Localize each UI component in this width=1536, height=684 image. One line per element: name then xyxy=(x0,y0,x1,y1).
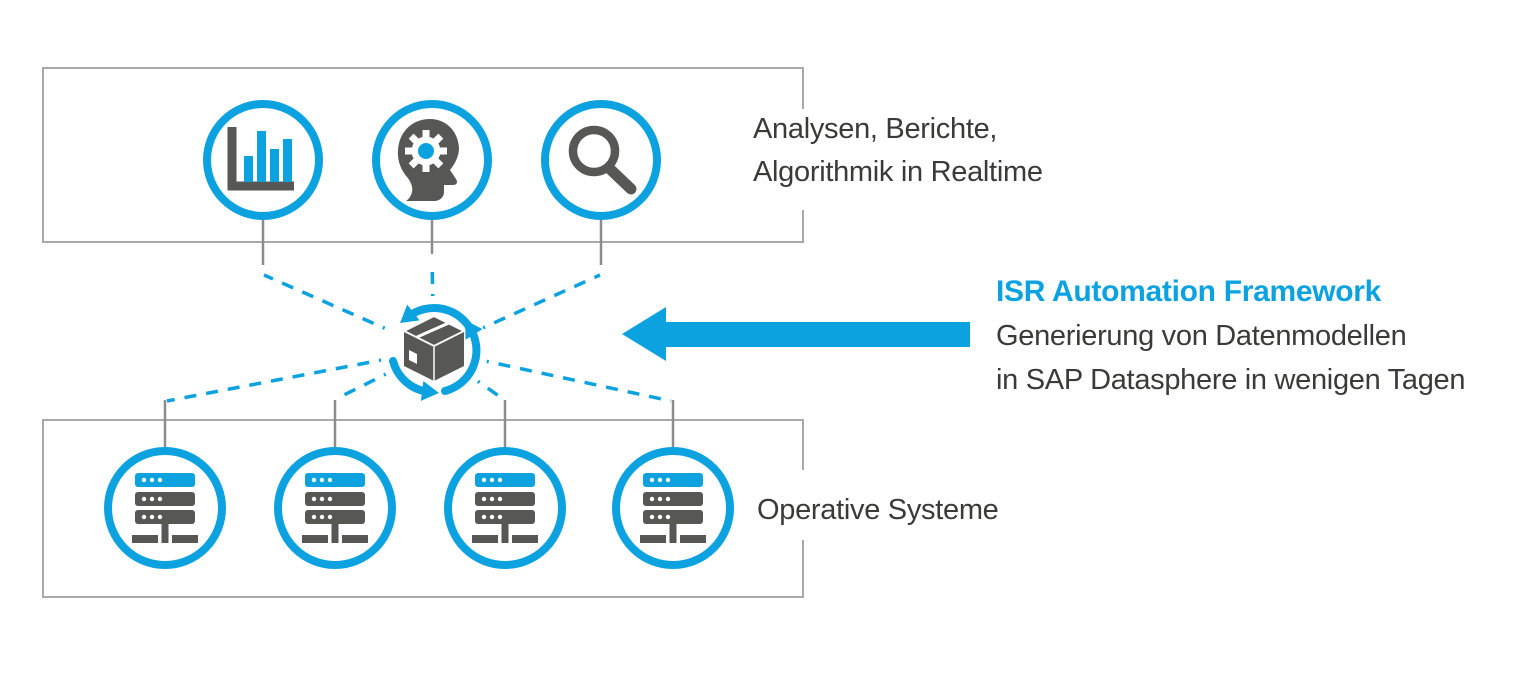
server-icon-3 xyxy=(448,451,562,565)
package-box-icon xyxy=(401,314,467,381)
package-sync-icon xyxy=(380,296,488,404)
gear-icon xyxy=(405,130,447,172)
bottom-group-box xyxy=(42,419,804,598)
left-arrow-icon xyxy=(622,307,970,361)
bottom-group-label: Operative Systeme xyxy=(757,494,999,526)
server-icon-4 xyxy=(616,451,730,565)
annotation-body-line2: in SAP Datasphere in wenigen Tagen xyxy=(996,364,1466,396)
annotation-title: ISR Automation Framework xyxy=(996,275,1382,308)
annotation-body-line1: Generierung von Datenmodellen xyxy=(996,320,1407,352)
bar-chart-icon xyxy=(227,127,294,191)
top-group-label: Analysen, Berichte, Algorithmik in Realt… xyxy=(753,108,1043,194)
top-group-box xyxy=(42,67,804,243)
top-group-label-line2: Algorithmik in Realtime xyxy=(753,156,1043,188)
head-gear-icon xyxy=(397,119,459,201)
connector-stubs xyxy=(163,220,675,448)
server-icon-2 xyxy=(278,451,392,565)
search-circle xyxy=(541,100,661,220)
top-group-label-line1: Analysen, Berichte, xyxy=(753,113,998,145)
server-icon-1 xyxy=(108,451,222,565)
annotation-block: ISR Automation Framework Generierung von… xyxy=(996,270,1465,402)
magnifier-icon xyxy=(568,125,637,195)
